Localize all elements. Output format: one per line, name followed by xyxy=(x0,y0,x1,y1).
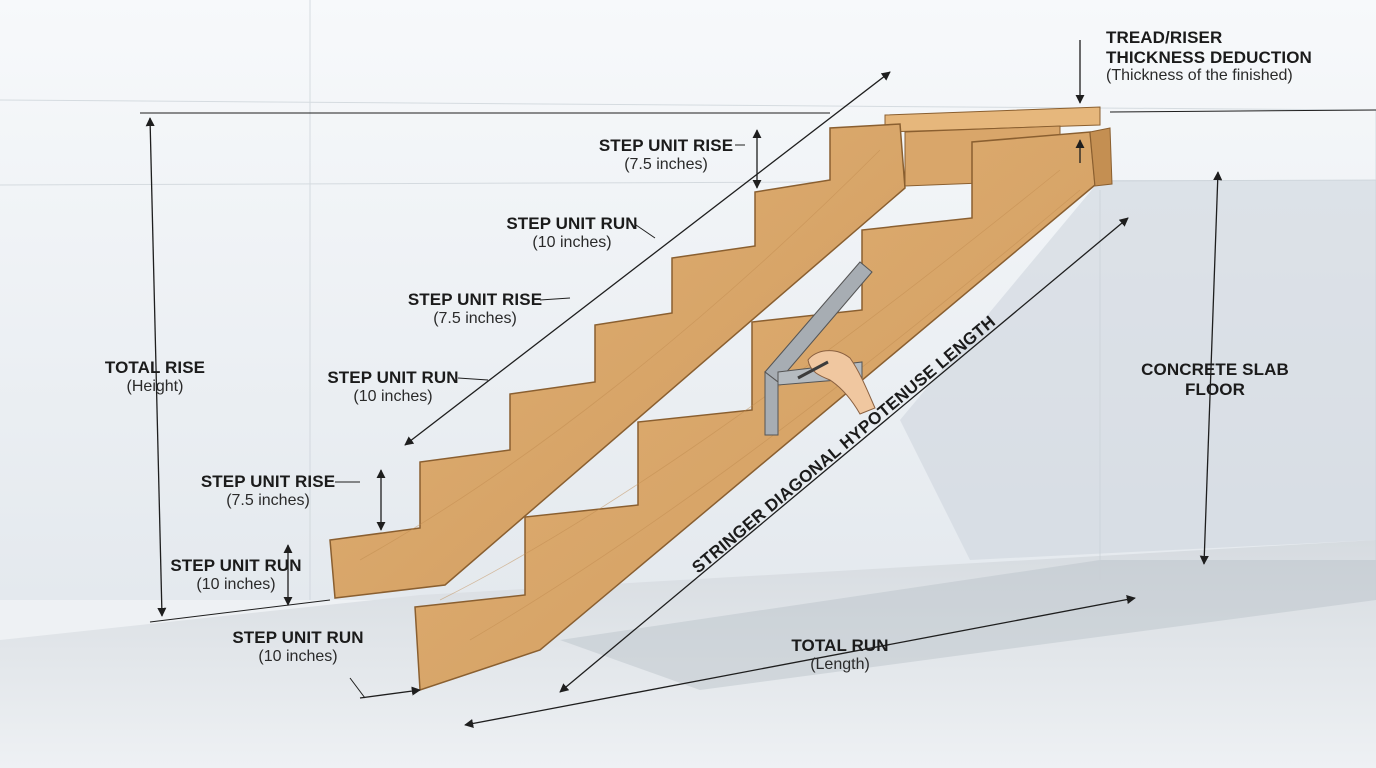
total-run-sub: (Length) xyxy=(810,655,870,673)
total-run-label: TOTAL RUN (Length) xyxy=(780,636,900,674)
total-run-title: TOTAL RUN xyxy=(791,636,889,655)
step-label-1: STEP UNIT RISE (7.5 inches) xyxy=(598,136,734,173)
step-label-5: STEP UNIT RISE (7.5 inches) xyxy=(200,472,336,509)
concrete-line2: FLOOR xyxy=(1185,379,1245,399)
step-label-3: STEP UNIT RISE (7.5 inches) xyxy=(407,290,543,327)
tread-riser-sub: (Thickness of the finished) xyxy=(1106,67,1293,85)
concrete-slab-arrow xyxy=(1199,171,1223,565)
total-rise-arrow xyxy=(145,117,167,617)
tread-riser-label: TREAD/RISER THICKNESS DEDUCTION (Thickne… xyxy=(1106,28,1312,85)
total-rise-label: TOTAL RISE (Height) xyxy=(100,358,210,396)
concrete-line1: CONCRETE SLAB xyxy=(1141,360,1289,379)
step-label-4: STEP UNIT RUN (10 inches) xyxy=(327,368,459,405)
tread-riser-line1: TREAD/RISER xyxy=(1106,28,1223,47)
total-run-arrow xyxy=(464,595,1136,728)
step-label-7: STEP UNIT RUN (10 inches) xyxy=(232,628,364,665)
step-label-2: STEP UNIT RUN (10 inches) xyxy=(506,214,638,251)
total-rise-title: TOTAL RISE xyxy=(104,358,206,377)
step-label-6: STEP UNIT RUN (10 inches) xyxy=(170,556,302,593)
front-stringer-edge xyxy=(1089,127,1113,187)
dimension-lines xyxy=(140,40,1376,728)
total-rise-sub: (Height) xyxy=(126,377,184,395)
tread-riser-line2: THICKNESS DEDUCTION xyxy=(1106,47,1312,67)
concrete-slab-label: CONCRETE SLAB FLOOR xyxy=(1140,360,1290,399)
